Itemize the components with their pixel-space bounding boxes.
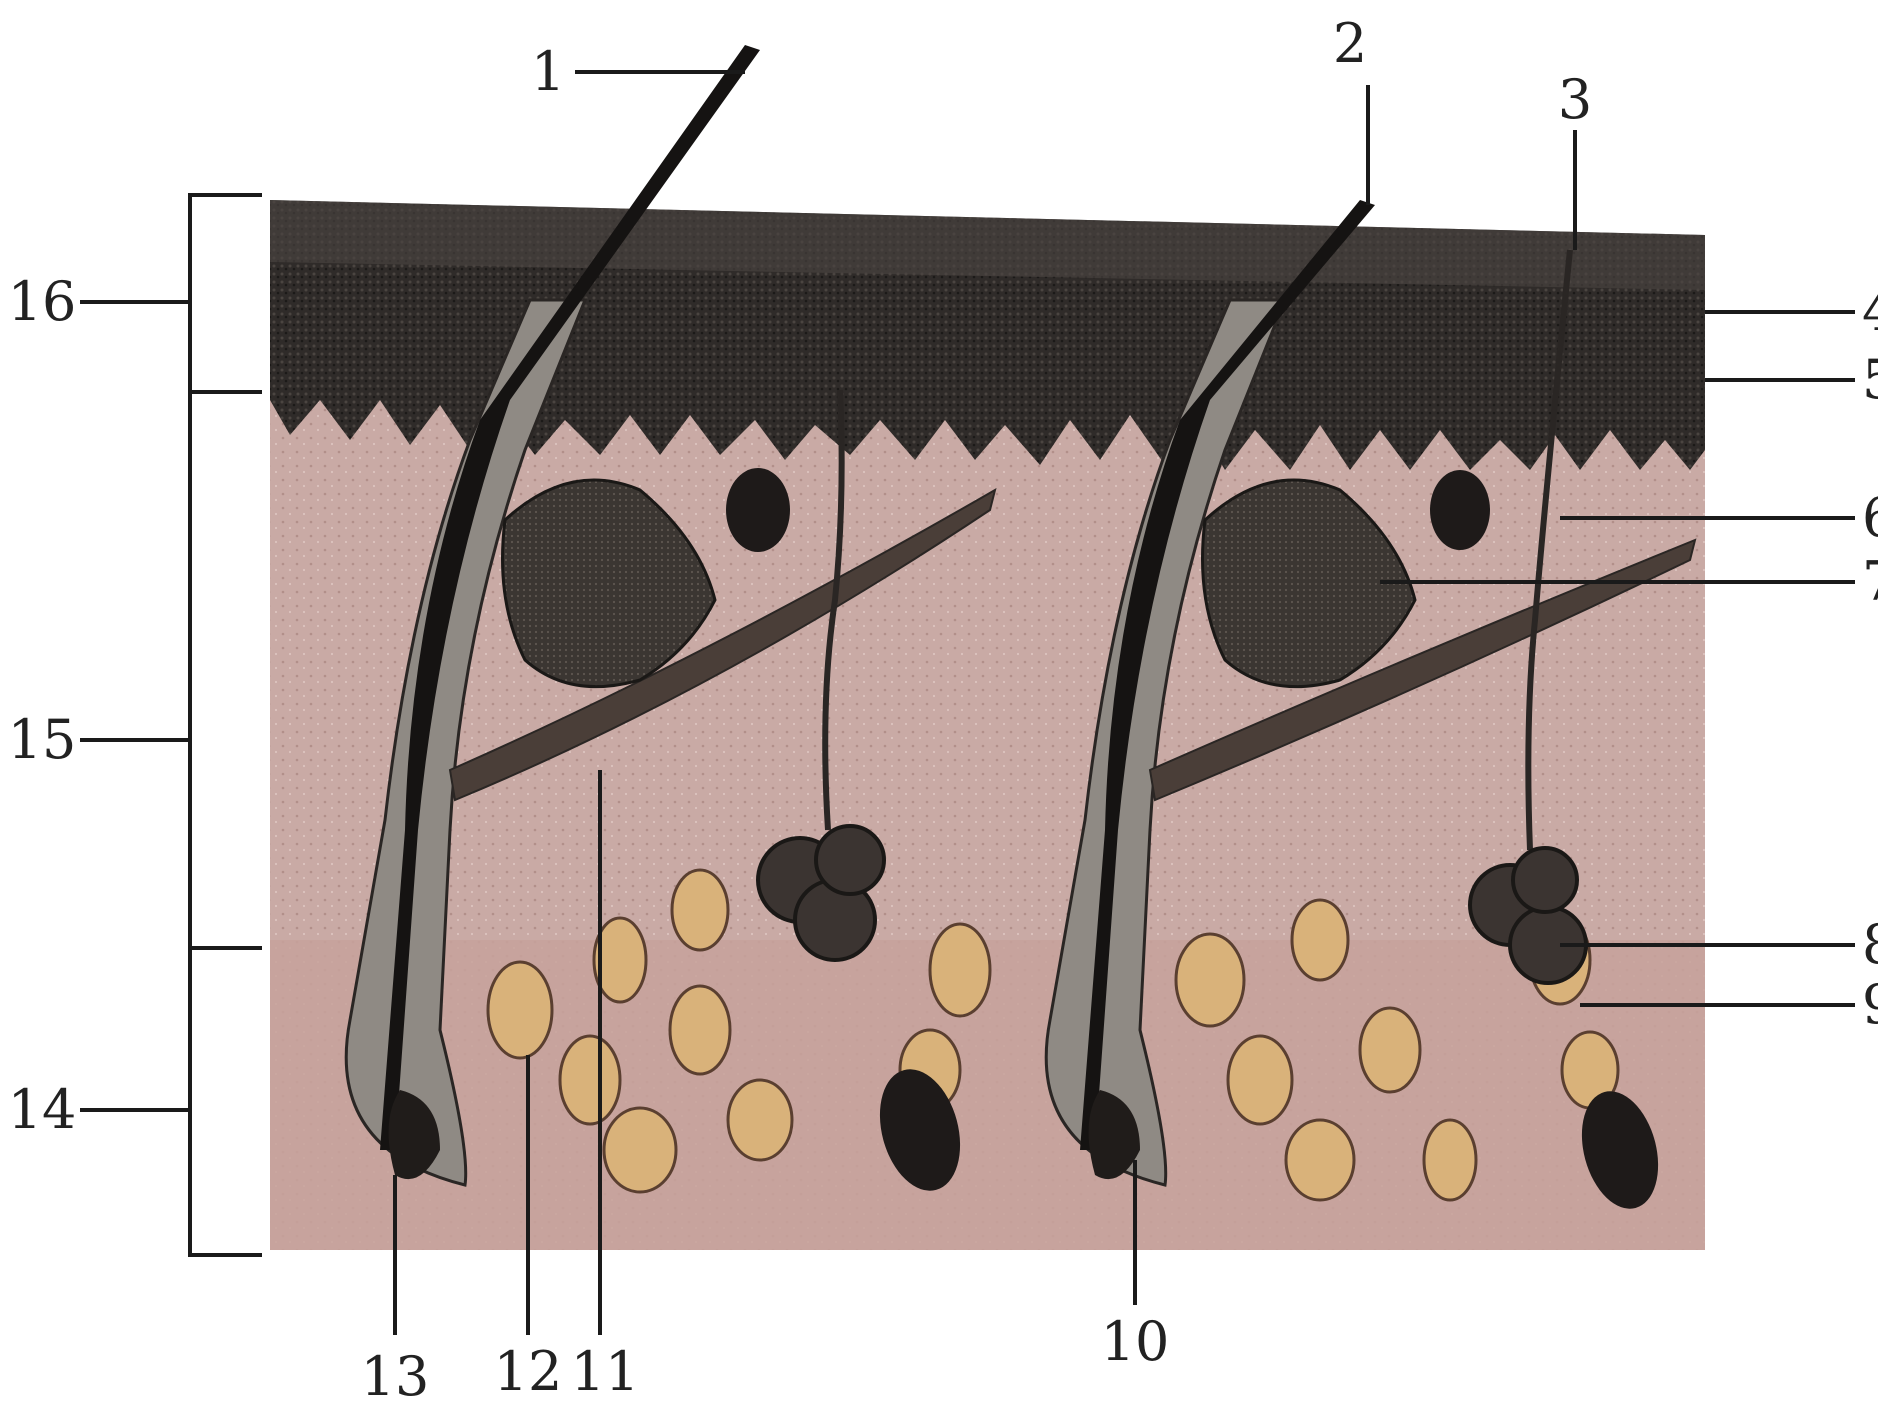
- label-16: 16: [8, 270, 77, 333]
- label-5: 5: [1862, 348, 1878, 411]
- layer-brackets: [190, 195, 262, 1255]
- label-9: 9: [1862, 973, 1878, 1036]
- label-14: 14: [8, 1078, 77, 1141]
- label-7: 7: [1862, 550, 1878, 613]
- label-12: 12: [494, 1340, 563, 1403]
- label-15: 15: [8, 708, 77, 771]
- label-8: 8: [1862, 913, 1878, 976]
- label-13: 13: [361, 1345, 430, 1408]
- label-6: 6: [1862, 486, 1878, 549]
- label-2: 2: [1333, 12, 1367, 75]
- label-3: 3: [1558, 68, 1592, 131]
- label-4: 4: [1862, 280, 1878, 343]
- label-11: 11: [571, 1340, 640, 1403]
- label-10: 10: [1101, 1310, 1170, 1373]
- tissue-block: [270, 45, 1705, 1250]
- label-1: 1: [531, 40, 565, 103]
